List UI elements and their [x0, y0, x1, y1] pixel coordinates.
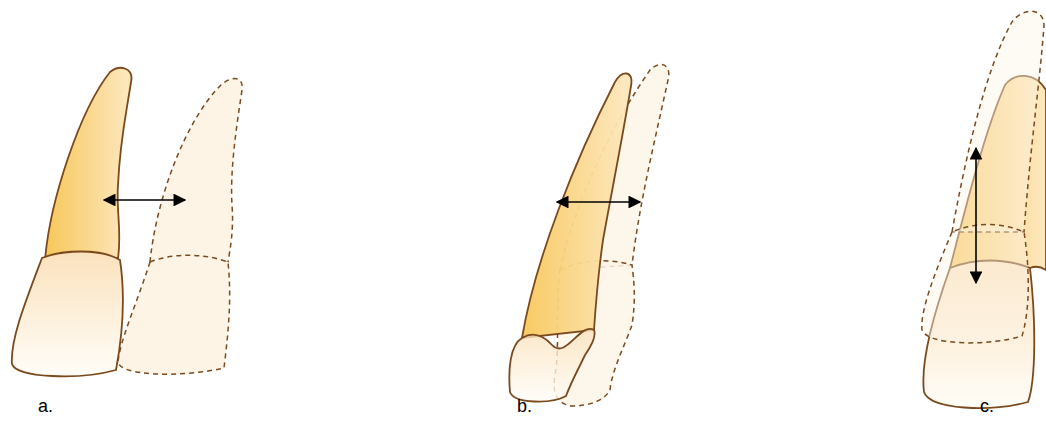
figure-label: c.	[980, 397, 994, 415]
figure-label: a.	[38, 397, 53, 415]
movement-arrow	[557, 201, 640, 203]
movement-arrow	[104, 199, 185, 201]
tooth	[509, 73, 631, 401]
figure-label: b.	[517, 397, 532, 415]
displaced-tooth-outline	[922, 11, 1044, 343]
displaced-tooth-outline	[118, 79, 242, 375]
tooth	[12, 68, 132, 376]
movement-arrow	[975, 148, 977, 283]
